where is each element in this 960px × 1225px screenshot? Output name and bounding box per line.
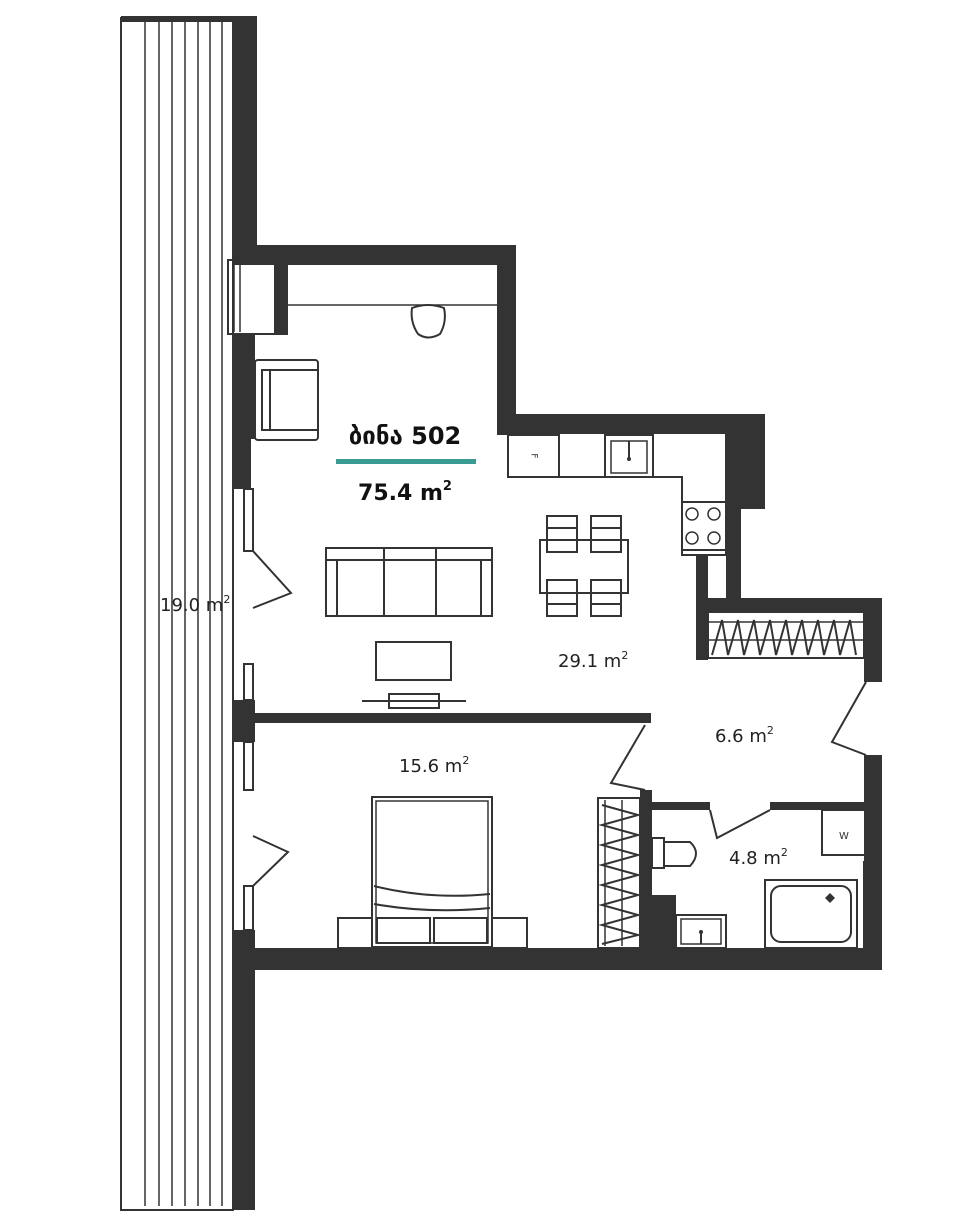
toilet-icon [651,837,697,869]
bathtub-icon [764,879,858,949]
fridge-icon: F [507,434,560,478]
sofa-icon [325,547,493,617]
bed-icon [371,796,493,948]
living-area-label: 29.1 m2 [558,649,628,672]
apartment-name: ბინა 502 [349,422,461,450]
washbasin-icon [675,914,727,949]
stove-icon [681,501,727,551]
bathroom-door [709,809,771,840]
apartment-total-area: 75.4 m2 [358,479,452,506]
nightstand-right-icon [491,917,528,949]
title-accent-bar [336,459,476,464]
terrace [120,16,255,1211]
kitchen-furniture: F [507,434,727,617]
bedroom-terrace-door [252,835,290,887]
terrace-area-label: 19.0 m2 [160,593,230,616]
washer-label: W [839,831,849,842]
bathroom-area-label: 4.8 m2 [729,846,788,869]
chair-icon [410,304,446,339]
armchair-icon [254,359,319,441]
living-furniture [254,304,493,709]
coffee-table-icon [375,641,452,681]
fridge-label: F [529,453,539,458]
living-terrace-door [252,550,293,609]
bedroom-wardrobe [597,797,642,949]
walls [233,16,882,1210]
hall-wardrobe [707,611,865,659]
terrace-deck-slats [144,22,223,1206]
bedroom-area-label: 15.6 m2 [399,754,469,777]
washing-machine-icon: W [821,809,866,856]
entrance-door [830,681,867,756]
hall-area-label: 6.6 m2 [715,724,774,747]
sink-icon [604,434,654,478]
dining-table-icon [539,515,629,617]
windows [227,259,875,951]
doors [252,550,867,887]
nightstand-left-icon [337,917,373,949]
kitchen-counter [507,434,727,556]
tv-stand-icon [362,693,466,709]
bedroom-door [609,724,646,791]
